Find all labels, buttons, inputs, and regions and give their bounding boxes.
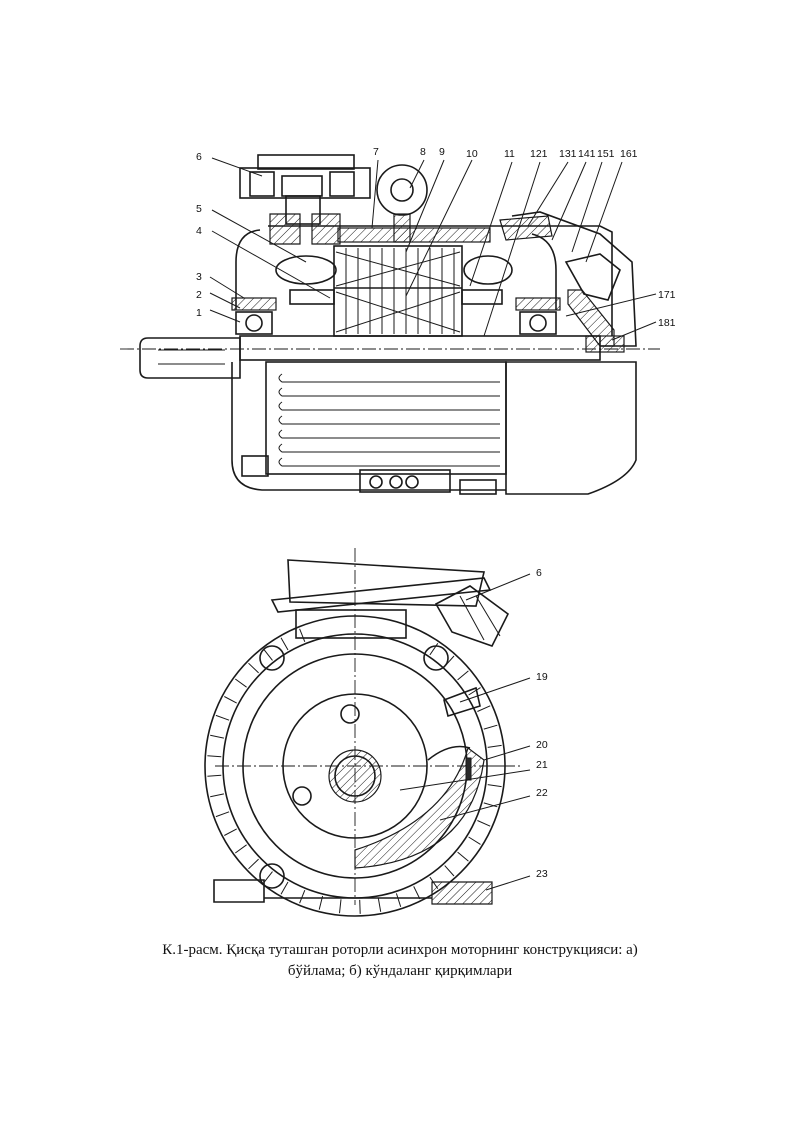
- shaft-section: [328, 749, 382, 803]
- shaft: [239, 335, 601, 361]
- end-winding-left: [275, 255, 337, 285]
- callout-4: 4: [196, 225, 202, 237]
- callout-10: 10: [466, 148, 478, 160]
- callouts-top: 1 2 3 4 5 6 7 8 9 10 11 121 131 141 151 …: [196, 146, 676, 329]
- foot-left: [213, 879, 265, 903]
- stator-core: [333, 245, 463, 337]
- cable-gland: [434, 585, 510, 647]
- callouts-bottom: 6 19 20 21 22 23: [536, 567, 548, 880]
- callout-7: 7: [373, 146, 379, 158]
- callout-121: 121: [530, 148, 548, 160]
- figure-caption-line-2: бўйлама; б) кўндаланг қирқимлари: [287, 963, 513, 979]
- fan-cover-window: [564, 253, 621, 301]
- fan-cover-exterior: [505, 361, 637, 495]
- callout-131: 131: [559, 148, 577, 160]
- terminal-3: [405, 475, 419, 489]
- callout-181: 181: [658, 317, 676, 329]
- slot-wedge: [465, 757, 472, 781]
- shaft-end: [139, 337, 241, 379]
- cooling-fins: [278, 373, 500, 467]
- fan-cover: [511, 211, 637, 347]
- foot-right: [431, 881, 493, 905]
- fan-cover-flange: [499, 215, 553, 241]
- terminal-box-cover: [287, 559, 485, 607]
- frame-exterior-left: [231, 362, 506, 491]
- bearing-left: [231, 297, 277, 335]
- terminal-plate: [359, 469, 451, 493]
- boss-top-right: [423, 645, 449, 671]
- stator-slot-19: [443, 686, 481, 718]
- rotor-bar-diagonals: [335, 291, 461, 333]
- callout-6-bottom: 6: [536, 567, 542, 579]
- frame-fins-block: [265, 361, 507, 475]
- frame-ribs: [207, 628, 503, 914]
- stator-laminations: [345, 248, 455, 334]
- boss-bottom-left: [259, 863, 285, 889]
- callout-5: 5: [196, 203, 202, 215]
- cover-screw-top: [340, 704, 360, 724]
- stator-winding-diagonals: [335, 251, 461, 287]
- boss-top-left: [259, 645, 285, 671]
- callout-9: 9: [439, 146, 445, 158]
- callout-23: 23: [536, 868, 548, 880]
- callout-11: 11: [504, 148, 515, 160]
- frame-outer: [204, 615, 506, 917]
- callout-22: 22: [536, 787, 548, 799]
- longitudinal-section: [120, 154, 660, 495]
- figure-caption-line-1: К.1-расм. Қисқа туташган роторли асинхро…: [162, 942, 638, 958]
- callout-3: 3: [196, 271, 202, 283]
- callout-8: 8: [420, 146, 426, 158]
- callout-6: 6: [196, 151, 202, 163]
- bearing-cover: [282, 693, 428, 839]
- callout-1: 1: [196, 307, 202, 319]
- bearing-right: [515, 297, 561, 335]
- terminal-box-lid: [270, 577, 492, 613]
- end-winding-right: [463, 255, 513, 285]
- terminal-box: [239, 154, 371, 245]
- callout-2: 2: [196, 289, 202, 301]
- cutaway-edge: [427, 745, 471, 761]
- fan-hub: [585, 335, 625, 353]
- callout-141: 141: [578, 148, 596, 160]
- frame: [268, 225, 613, 336]
- short-ring-right: [461, 289, 503, 305]
- frame-section: [337, 227, 491, 243]
- end-shield-left: [235, 229, 261, 310]
- terminal-box-base: [295, 609, 407, 639]
- leader-lines-top: [209, 157, 657, 341]
- short-ring-left: [289, 289, 335, 305]
- callout-171: 171: [658, 289, 676, 301]
- callout-19: 19: [536, 671, 548, 683]
- callout-151: 151: [597, 148, 615, 160]
- base-bolt-left: [241, 455, 269, 477]
- cover-screw-left: [292, 786, 312, 806]
- callout-21: 21: [536, 759, 548, 771]
- cross-section: [204, 548, 531, 917]
- callout-20: 20: [536, 739, 548, 751]
- terminal-2: [389, 475, 403, 489]
- leader-lines-bottom: [399, 573, 531, 891]
- shaft-core: [334, 755, 376, 797]
- base-foot-right: [459, 479, 497, 495]
- callout-161: 161: [620, 148, 638, 160]
- terminal-1: [369, 475, 383, 489]
